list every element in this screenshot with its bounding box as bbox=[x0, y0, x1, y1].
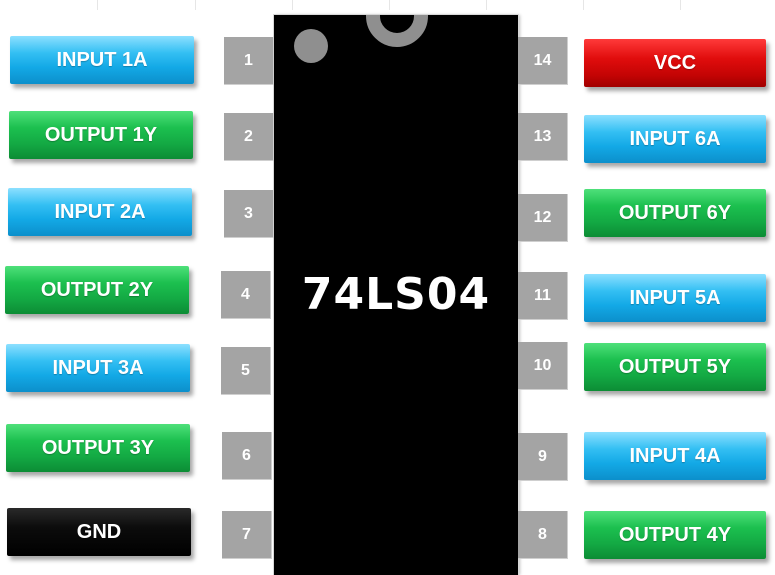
pin-9: 9 bbox=[518, 433, 568, 481]
pin-12: 12 bbox=[518, 194, 568, 242]
label-gnd: GND bbox=[7, 508, 191, 556]
label-input-5a: INPUT 5A bbox=[584, 274, 766, 322]
chip-notch bbox=[366, 15, 428, 53]
chip-notch-ring bbox=[366, 15, 428, 47]
pin-8: 8 bbox=[518, 511, 568, 559]
pin-7: 7 bbox=[222, 511, 272, 559]
pin-3: 3 bbox=[224, 190, 274, 238]
pin-2: 2 bbox=[224, 113, 274, 161]
pin-6: 6 bbox=[222, 432, 272, 480]
grid-tick bbox=[97, 0, 98, 10]
label-output-5y: OUTPUT 5Y bbox=[584, 343, 766, 391]
grid-tick bbox=[583, 0, 584, 10]
pin1-indicator-dot bbox=[294, 29, 328, 63]
pin-1: 1 bbox=[224, 37, 274, 85]
label-vcc: VCC bbox=[584, 39, 766, 87]
pin-5: 5 bbox=[221, 347, 271, 395]
label-input-4a: INPUT 4A bbox=[584, 432, 766, 480]
ic-chip-body: 74LS04 bbox=[274, 15, 518, 575]
grid-tick bbox=[680, 0, 681, 10]
label-input-2a: INPUT 2A bbox=[8, 188, 192, 236]
label-output-1y: OUTPUT 1Y bbox=[9, 111, 193, 159]
label-output-3y: OUTPUT 3Y bbox=[6, 424, 190, 472]
pin-4: 4 bbox=[221, 271, 271, 319]
grid-tick bbox=[389, 0, 390, 10]
chip-part-number: 74LS04 bbox=[301, 269, 491, 320]
pin-14: 14 bbox=[518, 37, 568, 85]
grid-tick bbox=[292, 0, 293, 10]
grid-tick bbox=[486, 0, 487, 10]
label-output-6y: OUTPUT 6Y bbox=[584, 189, 766, 237]
label-output-4y: OUTPUT 4Y bbox=[584, 511, 766, 559]
label-input-3a: INPUT 3A bbox=[6, 344, 190, 392]
label-output-2y: OUTPUT 2Y bbox=[5, 266, 189, 314]
pin-10: 10 bbox=[518, 342, 568, 390]
pin-11: 11 bbox=[518, 272, 568, 320]
grid-tick bbox=[195, 0, 196, 10]
pin-13: 13 bbox=[518, 113, 568, 161]
label-input-6a: INPUT 6A bbox=[584, 115, 766, 163]
label-input-1a: INPUT 1A bbox=[10, 36, 194, 84]
